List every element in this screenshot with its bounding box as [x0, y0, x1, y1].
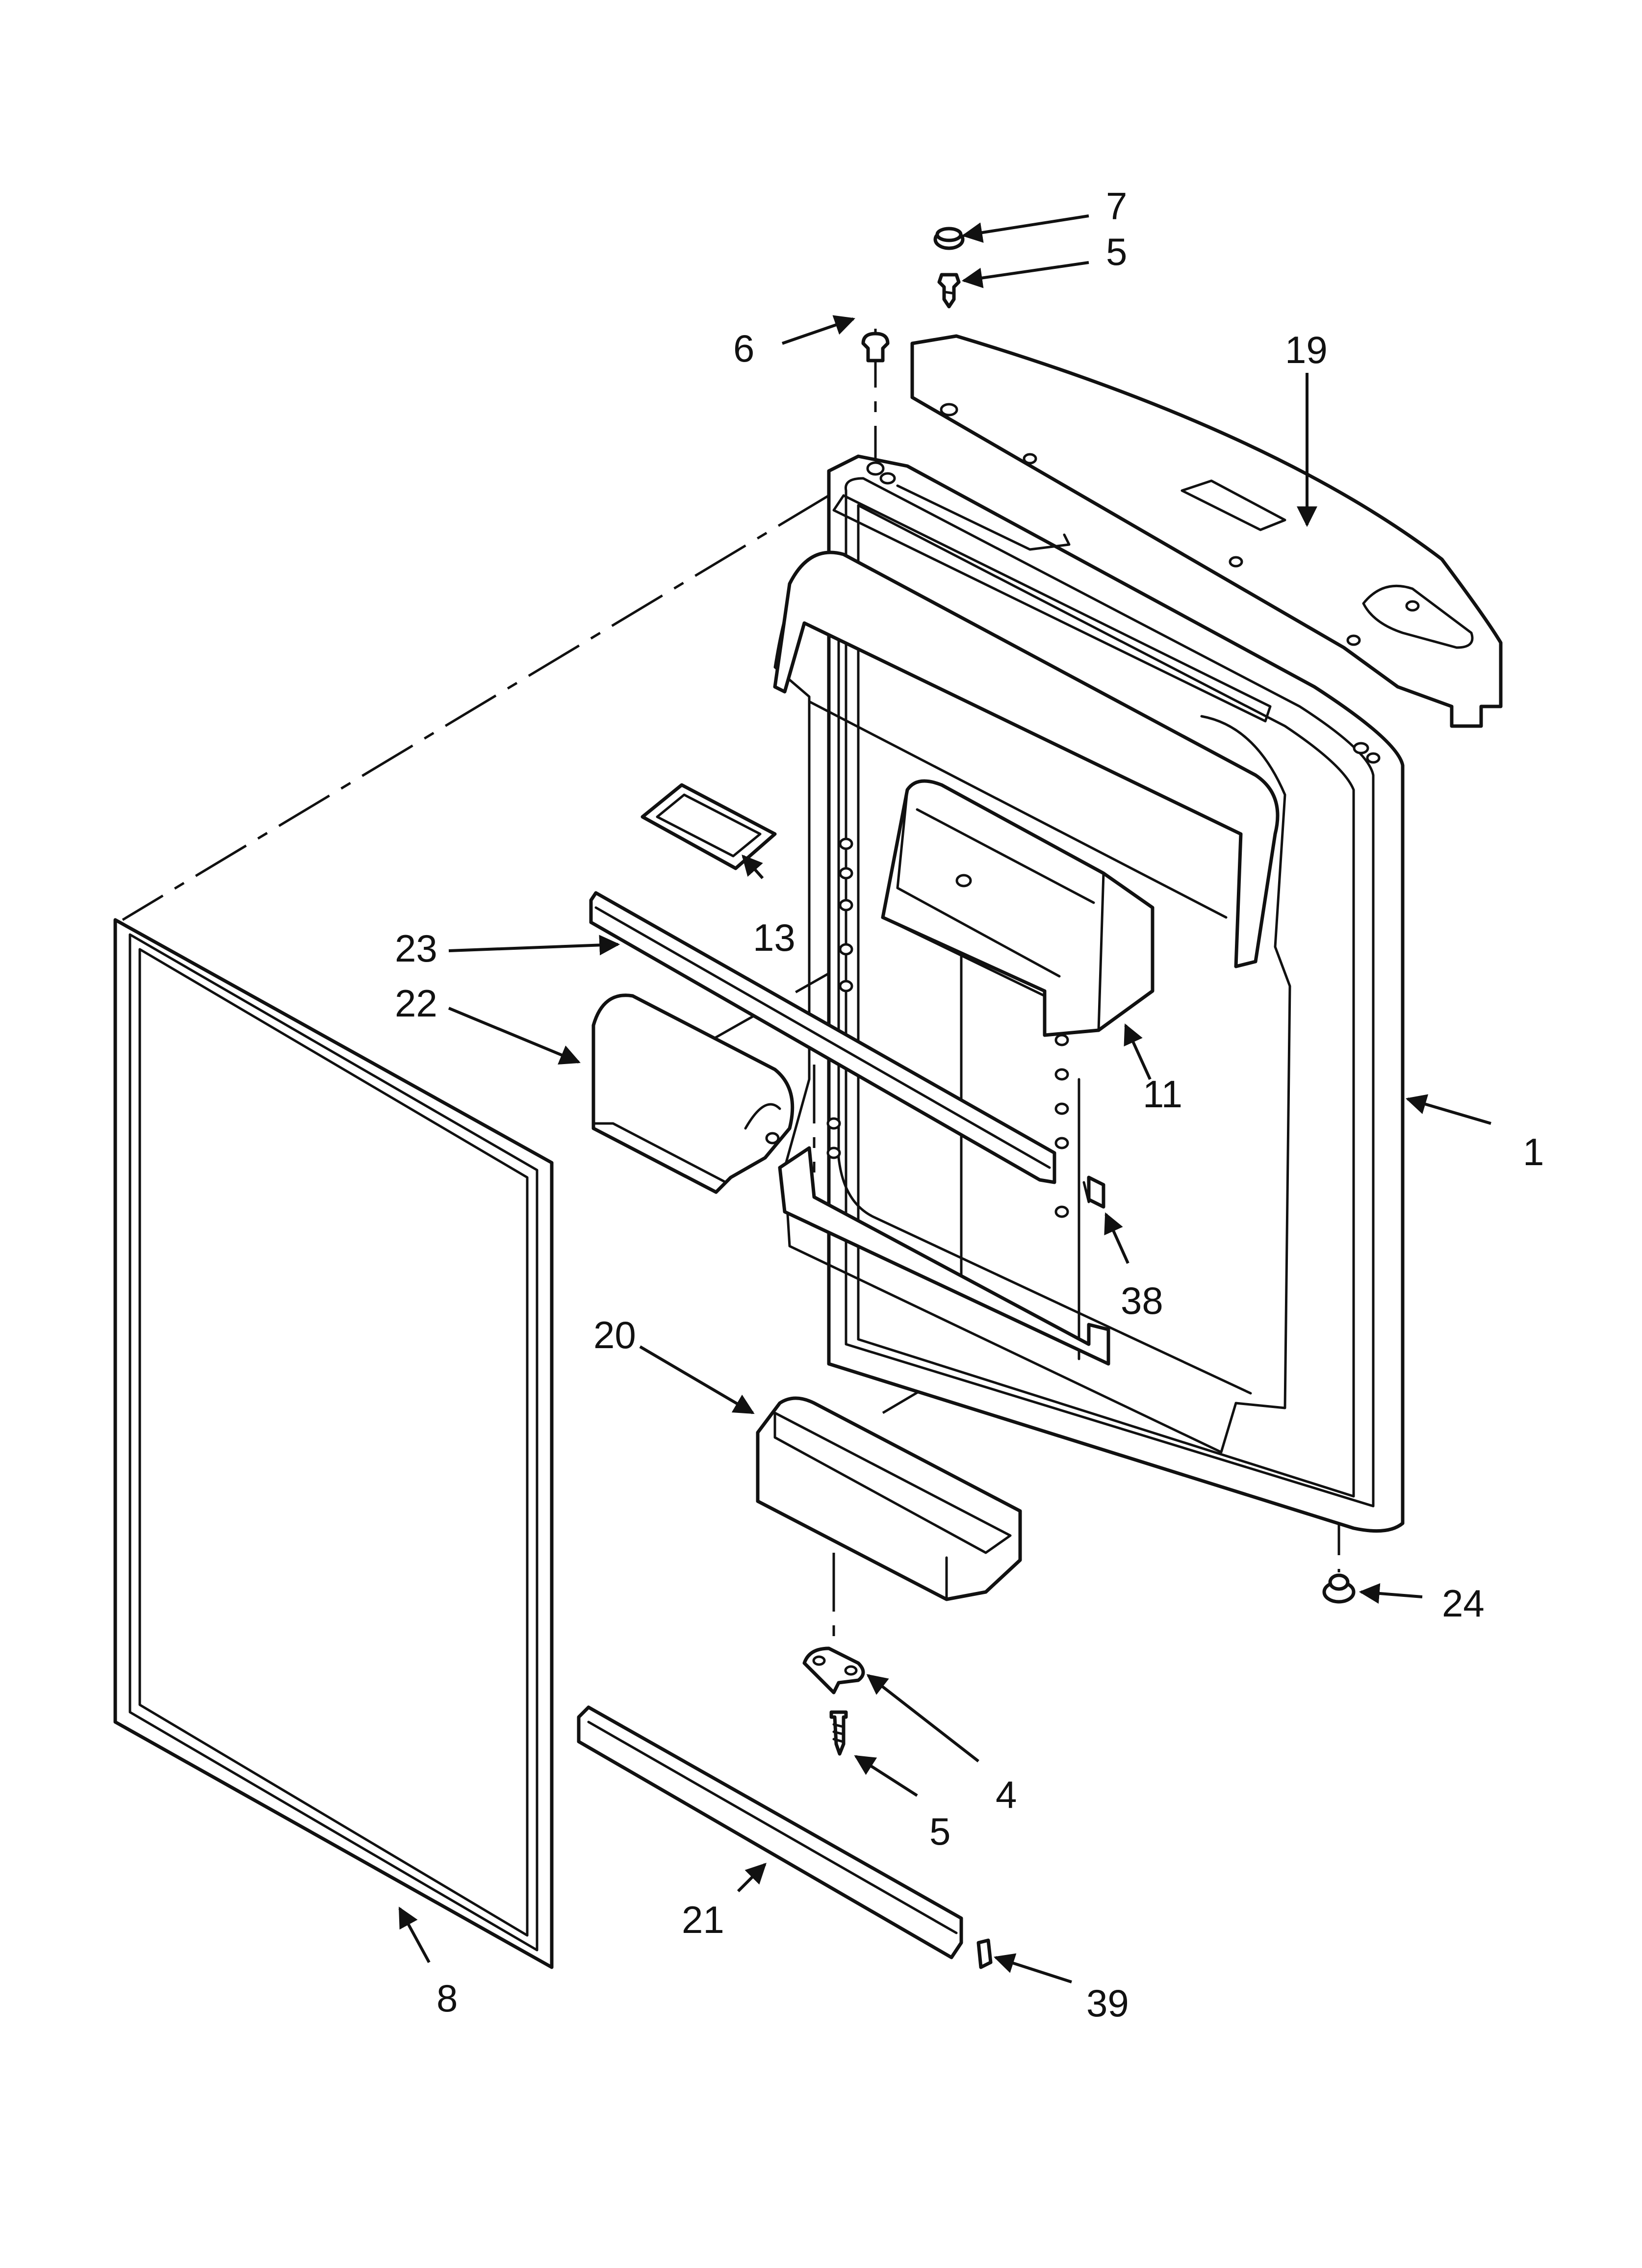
leader-lines — [398, 214, 1491, 1983]
callout-7: 7 — [1106, 184, 1127, 228]
dairy-compartment-part-22 — [591, 993, 795, 1194]
lower-hinge-part-4 — [802, 1646, 865, 1694]
callout-5-lower: 5 — [929, 1810, 950, 1853]
callout-24: 24 — [1442, 1582, 1485, 1625]
lower-shelf-bar-part-21 — [577, 1705, 963, 1959]
callout-38: 38 — [1121, 1279, 1163, 1322]
end-cap-part-39 — [976, 1938, 993, 1969]
callout-5-upper: 5 — [1106, 230, 1127, 273]
bottom-plug-part-24 — [1322, 1573, 1356, 1604]
callout-20: 20 — [593, 1313, 636, 1356]
small-tray-part-13 — [641, 783, 777, 870]
callout-19: 19 — [1285, 328, 1328, 371]
lower-bin-part-20 — [756, 1396, 1022, 1601]
callout-labels: 7 5 6 19 13 23 22 11 1 38 20 24 4 5 21 8… — [395, 184, 1544, 2025]
callout-39: 39 — [1086, 1981, 1129, 2025]
door-bin-part-11 — [881, 779, 1155, 1037]
clip-part-38 — [1082, 1175, 1105, 1209]
callout-13: 13 — [753, 916, 795, 959]
screw-lower-part-5 — [829, 1710, 848, 1756]
callout-6: 6 — [733, 327, 754, 370]
callout-21: 21 — [682, 1898, 724, 1941]
callout-11: 11 — [1143, 1072, 1182, 1116]
shelf-bar-part-23 — [589, 891, 1056, 1184]
screw-upper-part-5 — [937, 273, 961, 309]
shelf-adjustment-holes — [826, 837, 1069, 1218]
callout-1: 1 — [1523, 1130, 1544, 1173]
door-gasket-part-8 — [113, 918, 554, 1969]
cap-plug-part-7 — [933, 227, 965, 250]
callout-23: 23 — [395, 927, 437, 970]
callout-8: 8 — [436, 1977, 458, 2020]
hinge-pin-part-6 — [861, 332, 890, 363]
callout-22: 22 — [395, 982, 437, 1025]
callout-4: 4 — [996, 1773, 1017, 1816]
top-trim-part-19 — [910, 334, 1503, 728]
